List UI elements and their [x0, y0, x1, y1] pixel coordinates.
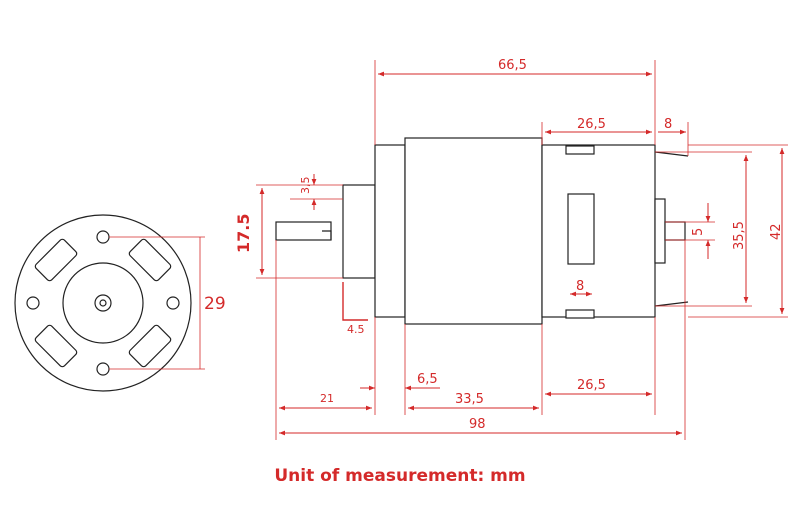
dim-terminal-height: 5 — [691, 228, 706, 236]
shaft-hole — [94, 294, 112, 312]
vent-slot — [34, 324, 78, 368]
unit-caption: Unit of measurement: mm — [274, 466, 526, 486]
front-face-view: 29 — [14, 214, 226, 392]
dim-shaft-small: 3,5 — [299, 177, 312, 195]
vent-slot — [128, 324, 172, 368]
boss — [342, 184, 376, 279]
dim-total-length: 98 — [469, 417, 486, 432]
rear-shaft — [664, 221, 686, 241]
dim-shaft-height: 17.5 — [234, 214, 253, 253]
dim-boss-offset: 4.5 — [347, 323, 365, 336]
window-dimension: 8 — [570, 279, 592, 297]
vent-slot — [128, 238, 172, 282]
left-dimensions: 17.5 3,5 4.5 — [234, 174, 368, 336]
side-view — [275, 137, 689, 325]
dim-rear-terminal: 8 — [664, 117, 672, 132]
front-cap — [374, 144, 406, 318]
dim-overall-length: 66,5 — [498, 58, 527, 73]
dim-window-width: 8 — [576, 279, 584, 294]
face-outer-circle — [14, 214, 192, 392]
mount-hole-right — [166, 296, 180, 310]
rear-cap — [654, 198, 666, 264]
dim-body-outer: 42 — [769, 223, 784, 240]
rear-section — [541, 144, 656, 318]
mount-hole-bottom — [96, 362, 110, 376]
rear-window — [567, 193, 595, 265]
dim-shaft-length: 21 — [320, 392, 334, 405]
bottom-dimensions: 21 6,5 33,5 26,5 98 — [275, 240, 686, 440]
dim-collar: 6,5 — [417, 372, 438, 387]
dim-mid-body: 33,5 — [455, 392, 484, 407]
top-dimensions: 66,5 26,5 8 — [374, 58, 689, 156]
mount-hole-top — [96, 230, 110, 244]
dim-rear-body: 26,5 — [577, 378, 606, 393]
dim-front-face: 29 — [204, 294, 226, 314]
dim-body-inner: 35,5 — [732, 221, 747, 250]
vent-slot — [34, 238, 78, 282]
face-inner-circle — [62, 262, 144, 344]
mount-hole-left — [26, 296, 40, 310]
main-body — [404, 137, 543, 325]
dim-rear-section: 26,5 — [577, 117, 606, 132]
right-dimensions: 5 35,5 42 — [655, 144, 788, 318]
